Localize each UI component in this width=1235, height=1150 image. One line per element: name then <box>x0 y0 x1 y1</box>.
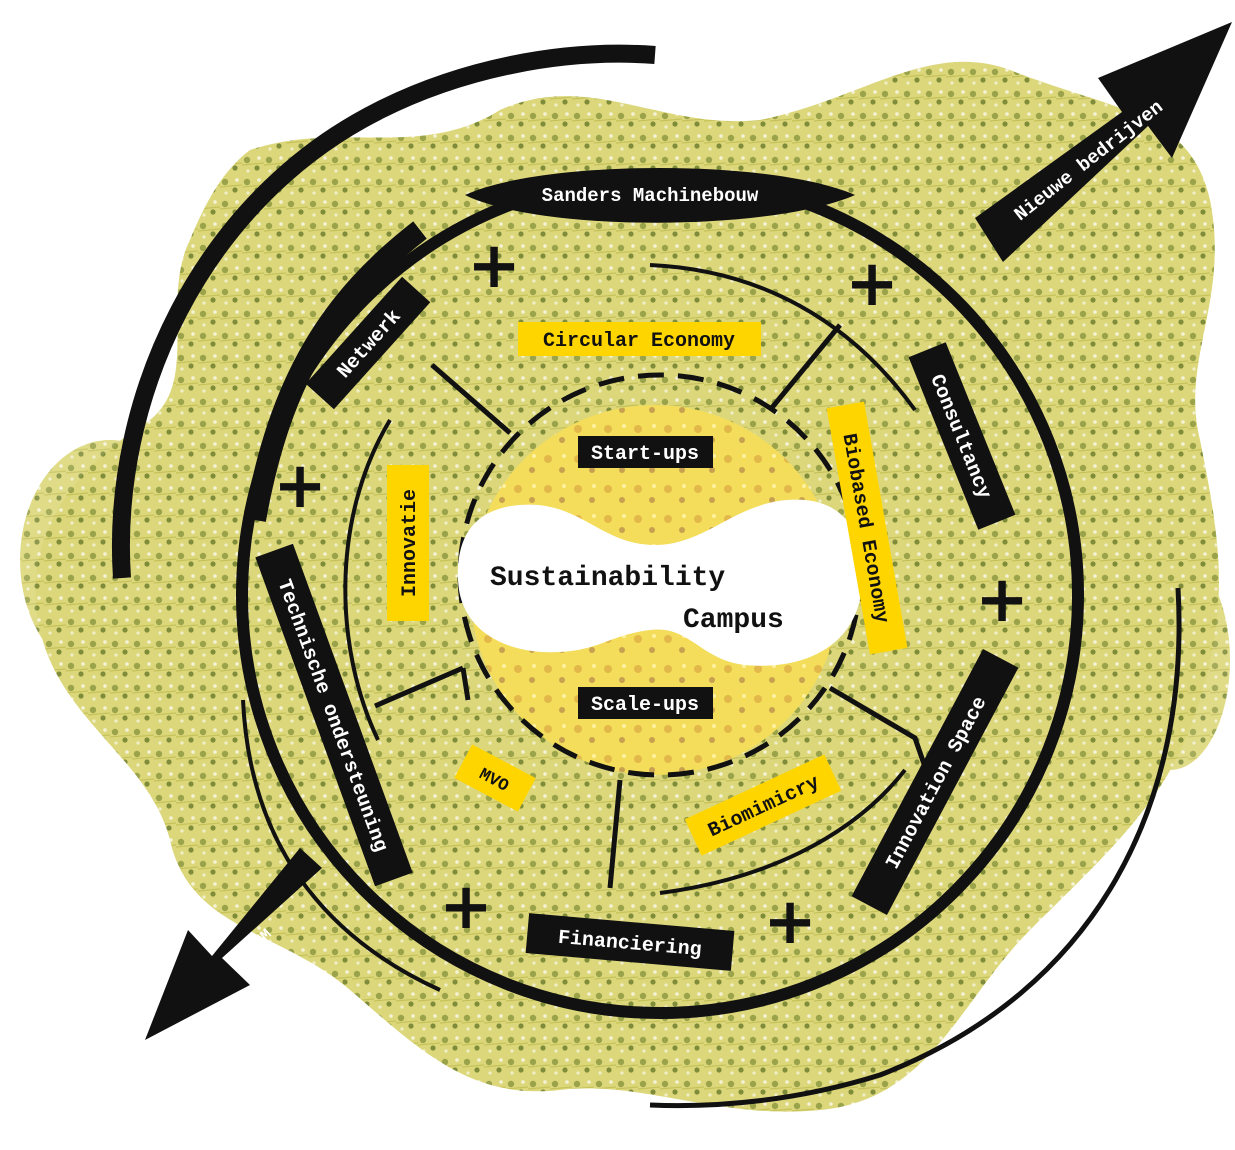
arrow-nieuwe-bedrijven-shape <box>975 22 1232 262</box>
outer-arc-right <box>649 587 1182 1109</box>
theme-mvo: MVO <box>454 744 536 812</box>
scale-ups-label: Scale-ups <box>591 694 699 717</box>
plus-sign: + <box>975 563 1029 637</box>
top-label: Sanders Machinebouw <box>542 185 759 207</box>
plus-sign: + <box>467 229 521 303</box>
plus-signs: + + + + + + <box>273 229 1029 959</box>
top-lens-shape <box>465 167 855 223</box>
center-title-line2: Campus <box>683 605 784 636</box>
theme-circular-economy: Circular Economy <box>518 322 761 356</box>
outer-arc-left <box>112 44 656 579</box>
start-ups-badge: Start-ups <box>578 436 713 468</box>
inner-arcs <box>343 263 917 895</box>
inner-arc-top-right <box>649 263 917 412</box>
scale-ups-badge: Scale-ups <box>578 687 713 719</box>
theme-circular-economy-label: Circular Economy <box>543 330 735 353</box>
theme-innovatie: Innovatie <box>387 465 429 621</box>
theme-innovatie-label: Innovatie <box>399 489 422 597</box>
plus-sign: + <box>845 247 899 321</box>
inner-arc-bottom <box>659 768 907 895</box>
start-ups-label: Start-ups <box>591 443 699 466</box>
inner-arc-left <box>343 418 392 741</box>
plus-sign: + <box>273 449 327 523</box>
service-financiering: Financiering <box>525 913 735 971</box>
plus-sign: + <box>763 885 817 959</box>
outer-cycle-arrows <box>112 44 1182 1109</box>
arrow-oem-shape <box>145 848 322 1040</box>
campus-center-shape <box>457 499 864 666</box>
plus-sign: + <box>439 870 493 944</box>
center-title-line1: Sustainability <box>490 563 725 594</box>
